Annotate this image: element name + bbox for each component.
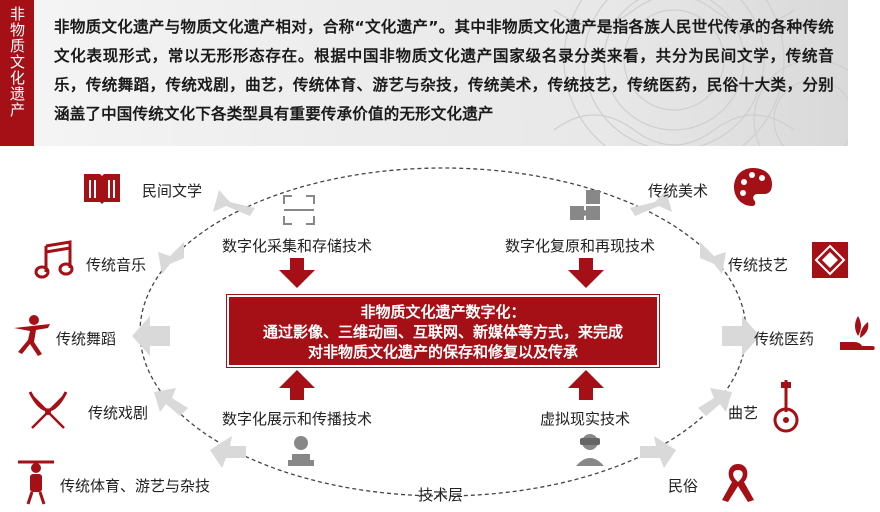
category-traditional-crafts: 传统技艺 <box>728 256 789 274</box>
ornament-pattern <box>553 0 848 146</box>
gray-arrows-right <box>630 190 760 468</box>
category-traditional-music: 传统音乐 <box>86 256 147 274</box>
category-quyi: 曲艺 <box>728 404 759 422</box>
center-definition-box: 非物质文化遗产数字化： 通过影像、三维动画、互联网、新媒体等方式，来完成 对非物… <box>226 294 660 368</box>
tech-virtual-reality: 虚拟现实技术 <box>540 410 631 428</box>
heritage-diagram: 民间文学 传统音乐 传统舞蹈 传统戏剧 传统体育、游艺与杂技 传统美术 传统技艺… <box>0 146 880 512</box>
opera-icon <box>28 391 68 429</box>
arrow-to-quyi <box>698 388 732 416</box>
category-traditional-dance: 传统舞蹈 <box>56 330 117 348</box>
category-traditional-fine-arts: 传统美术 <box>648 182 709 200</box>
arrow-vr-up <box>568 370 604 400</box>
bust-icon <box>288 436 314 466</box>
tech-capture-storage: 数字化采集和存储技术 <box>222 237 373 255</box>
diagram-shapes <box>132 167 760 497</box>
arrow-to-acrobatics <box>210 436 246 468</box>
ribbon-icon <box>722 464 754 502</box>
herb-hand-icon <box>840 316 875 350</box>
intro-text: 非物质文化遗产与物质文化遗产相对，合称“文化遗产”。其中非物质文化遗产是指各族人… <box>54 18 834 123</box>
arrow-display-up <box>279 370 315 400</box>
tech-display-dissemination: 数字化展示和传播技术 <box>222 410 373 428</box>
tech-restore-reproduce: 数字化复原和再现技术 <box>505 237 656 255</box>
music-note-icon <box>34 240 74 279</box>
arrow-to-opera <box>154 388 188 416</box>
instrument-icon <box>773 380 799 433</box>
category-folk-literature: 民间文学 <box>142 182 203 200</box>
category-folk-custom: 民俗 <box>668 477 699 495</box>
arrow-to-fine-arts <box>630 190 672 216</box>
center-line-1: 非物质文化遗产数字化： <box>360 303 526 321</box>
arrow-to-music <box>158 242 184 274</box>
book-icon <box>84 174 120 204</box>
dancer-icon <box>14 315 50 356</box>
palette-icon <box>734 168 772 206</box>
category-traditional-opera: 传统戏剧 <box>88 404 149 422</box>
acrobat-icon <box>18 460 54 505</box>
gray-arrows-left <box>132 190 255 468</box>
pattern-icon <box>812 242 848 278</box>
scan-icon <box>283 195 315 225</box>
arrow-to-folk-custom <box>640 436 676 468</box>
arrow-restore-down <box>568 258 604 288</box>
center-line-3: 对非物质文化遗产的保存和修复以及传承 <box>307 343 578 361</box>
puzzle-icon <box>570 190 600 220</box>
arrow-to-crafts <box>700 242 726 274</box>
tech-layer-label: 技术层 <box>418 486 464 504</box>
arrow-capture-down <box>279 258 315 288</box>
vertical-title: 非物质文化遗产 <box>0 0 34 146</box>
vr-headset-icon <box>576 434 604 466</box>
intro-banner: 非物质文化遗产 非物质文化遗产与物质文化遗产相对，合称“文化遗产”。其中非物质文… <box>0 0 848 146</box>
red-arrows <box>279 258 604 400</box>
category-sports-acrobatics: 传统体育、游艺与杂技 <box>60 477 211 495</box>
arrow-to-dance <box>132 316 170 356</box>
center-line-2: 通过影像、三维动画、互联网、新媒体等方式，来完成 <box>262 323 623 341</box>
arrow-to-folk-literature <box>213 190 255 216</box>
arrow-to-medicine <box>722 316 760 356</box>
banner-background <box>34 0 848 146</box>
category-traditional-medicine: 传统医药 <box>754 330 815 348</box>
